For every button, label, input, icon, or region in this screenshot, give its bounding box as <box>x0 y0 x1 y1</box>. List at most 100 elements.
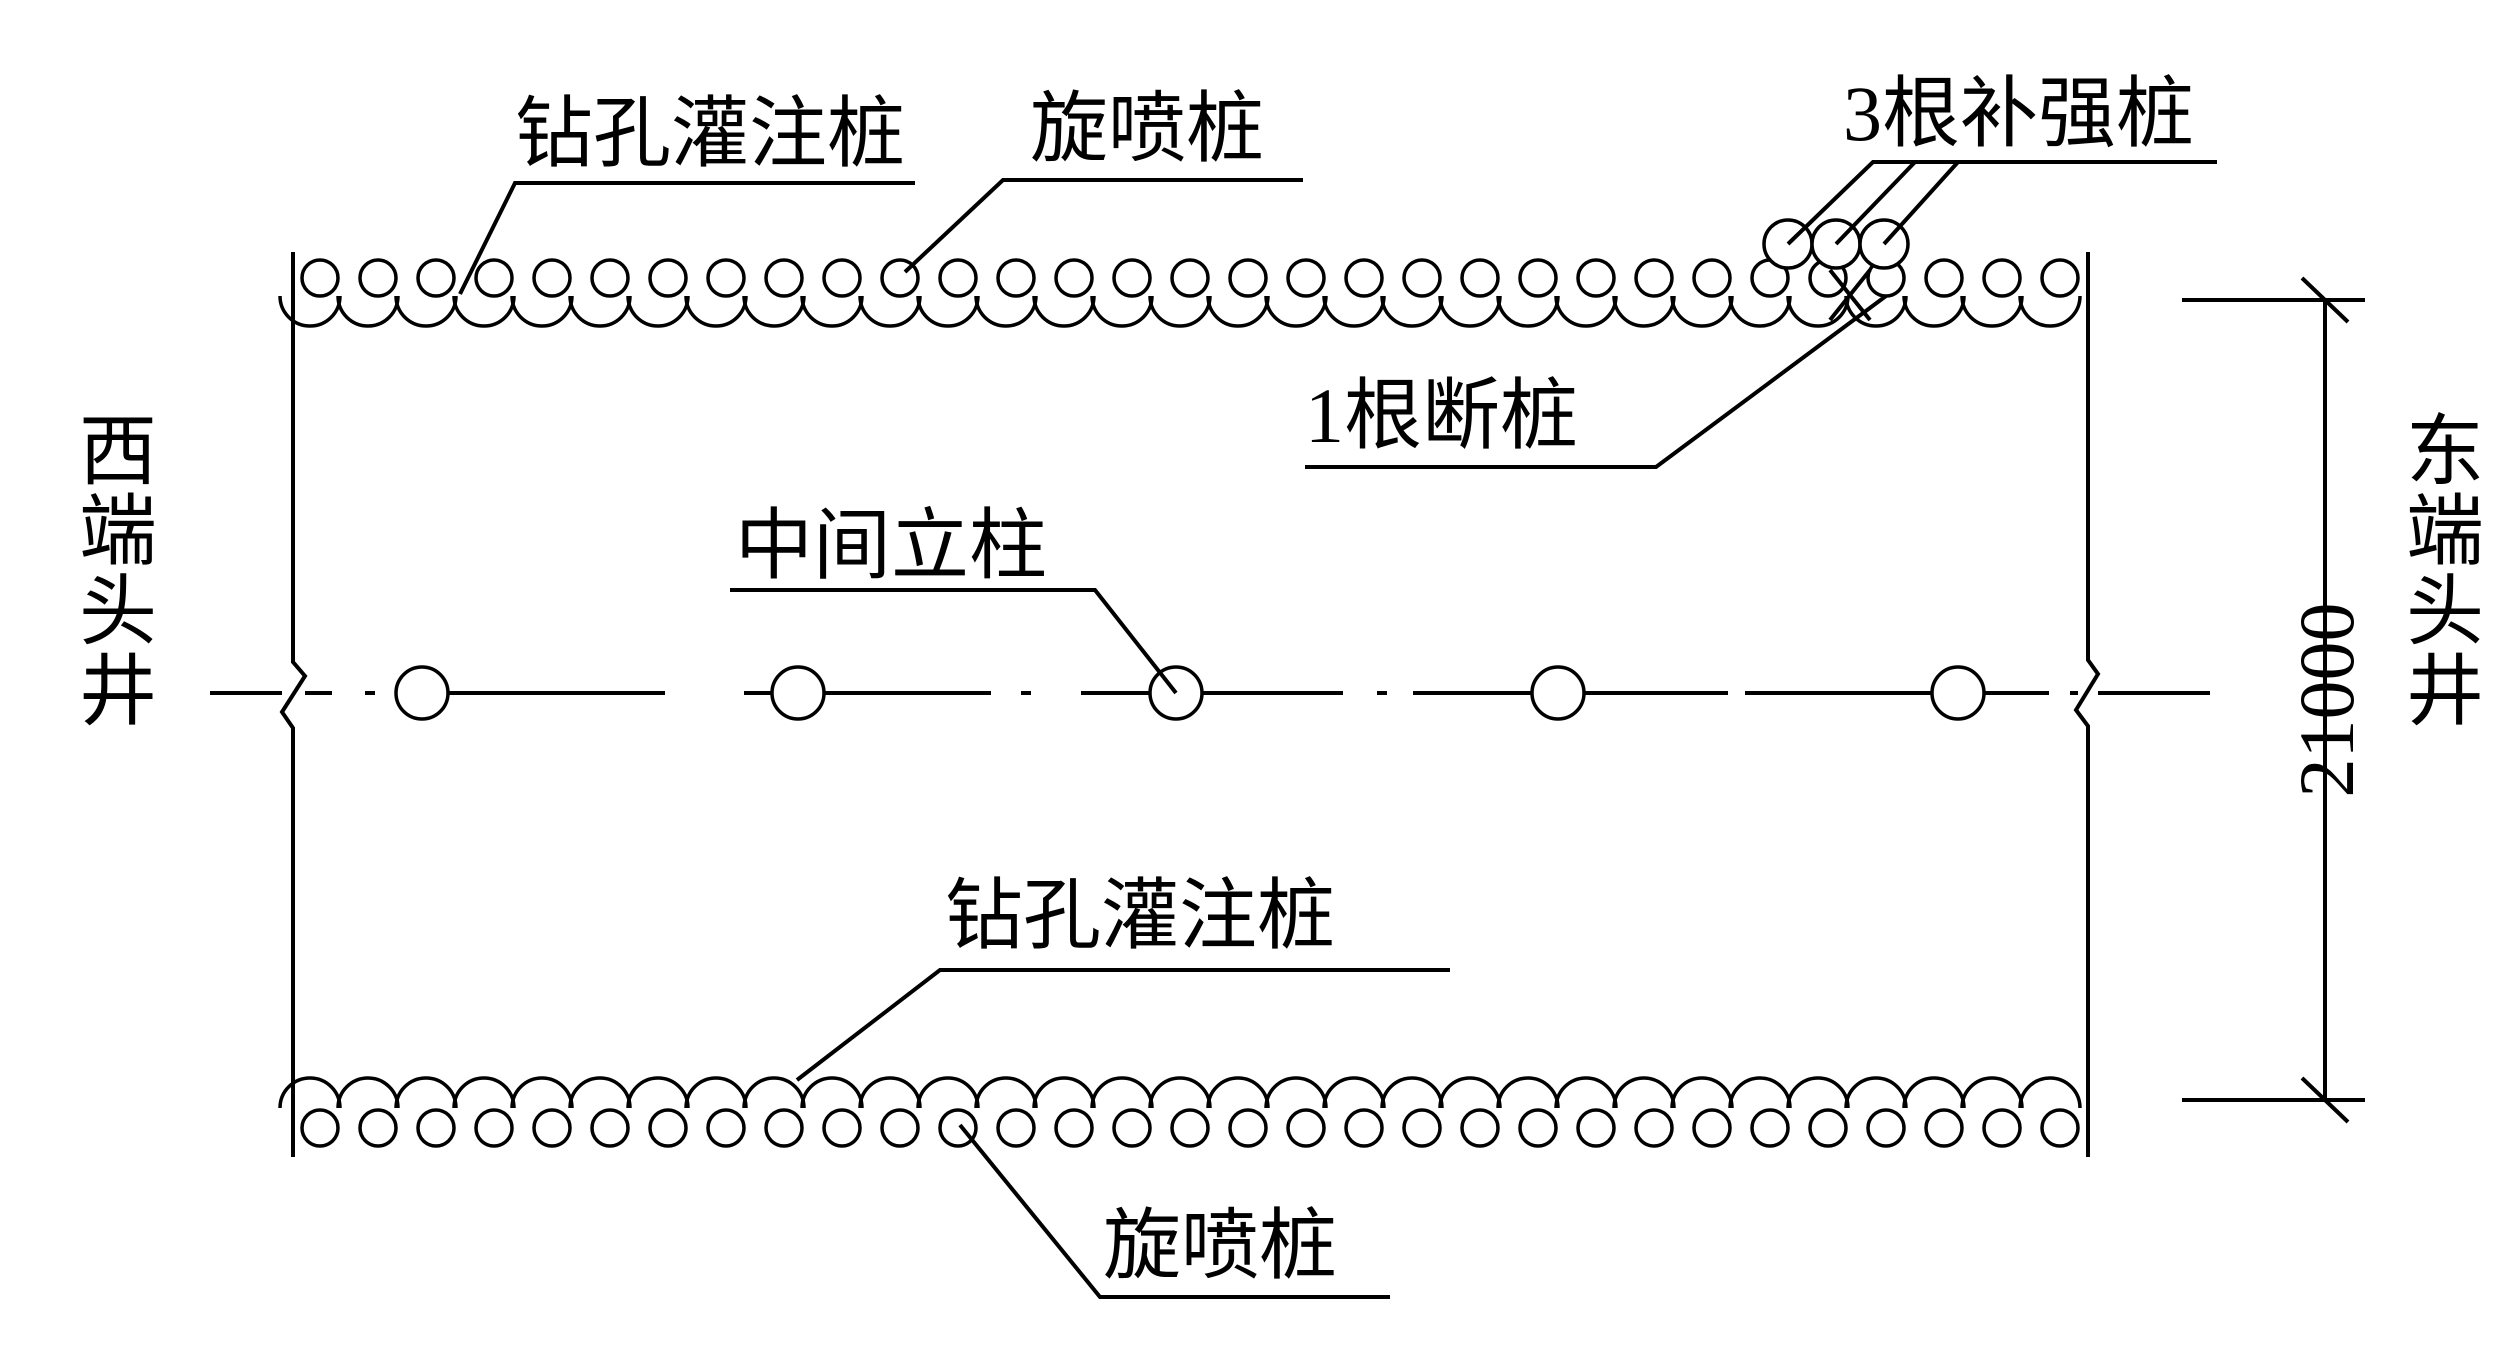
jet-pile <box>648 258 688 298</box>
bored-pile <box>1670 295 1734 328</box>
jet-pile <box>938 1108 978 1148</box>
bored-pile <box>1554 295 1618 328</box>
jet-pile <box>590 258 630 298</box>
leader-jet-bottom <box>958 1123 1390 1299</box>
jet-pile <box>1808 1108 1848 1148</box>
jet-pile <box>1286 258 1326 298</box>
jet-pile <box>1924 258 1964 298</box>
jet-pile <box>1228 258 1268 298</box>
jet-pile <box>532 258 572 298</box>
bored-pile <box>1438 1076 1502 1109</box>
bored-pile <box>1264 1076 1328 1109</box>
bored-pile <box>1844 295 1908 328</box>
bored-pile <box>1380 295 1444 328</box>
jet-pile <box>996 1108 1036 1148</box>
bored-pile <box>452 295 516 328</box>
jet-pile <box>1634 1108 1674 1148</box>
jet-pile <box>1982 1108 2022 1148</box>
bored-pile <box>452 1076 516 1109</box>
bored-pile <box>1264 295 1328 328</box>
jet-pile <box>1402 1108 1442 1148</box>
leader-jet-top <box>903 178 1303 274</box>
label-dimension: 21000 <box>2283 603 2370 798</box>
bored-pile <box>974 295 1038 328</box>
bored-pile <box>916 1076 980 1109</box>
jet-pile <box>1054 258 1094 298</box>
bored-pile <box>2018 295 2082 328</box>
label-bored-pile-top: 钻孔灌注桩 <box>515 90 905 177</box>
bored-pile <box>336 295 400 328</box>
jet-pile <box>1750 1108 1790 1148</box>
bored-pile <box>916 295 980 328</box>
label-bored-pile-bottom: 钻孔灌注桩 <box>945 872 1335 959</box>
jet-pile <box>1344 258 1384 298</box>
bored-pile <box>626 1076 690 1109</box>
label-broken-pile: 1根断桩 <box>1305 372 1578 459</box>
bored-pile <box>510 295 574 328</box>
jet-pile <box>358 258 398 298</box>
bored-pile <box>742 1076 806 1109</box>
broken-pile-mark <box>1828 268 1872 322</box>
jet-pile <box>1692 258 1732 298</box>
bored-pile <box>1670 1076 1734 1109</box>
jet-pile <box>1054 1108 1094 1148</box>
bored-pile <box>1206 1076 1270 1109</box>
leader-bored-bottom <box>795 968 1450 1082</box>
jet-pile <box>1112 1108 1152 1148</box>
jet-pile <box>996 258 1036 298</box>
bored-pile <box>858 1076 922 1109</box>
bored-pile <box>1148 1076 1212 1109</box>
bored-pile <box>1728 1076 1792 1109</box>
label-jet-pile-bottom: 旋喷桩 <box>1103 1202 1337 1289</box>
jet-pile <box>416 258 456 298</box>
jet-pile <box>1286 1108 1326 1148</box>
bored-pile <box>1554 1076 1618 1109</box>
jet-pile <box>2040 1108 2080 1148</box>
jet-pile <box>300 258 340 298</box>
jet-pile <box>1170 258 1210 298</box>
leader-lines <box>458 160 2217 1299</box>
bored-pile <box>1844 1076 1908 1109</box>
jet-pile <box>706 1108 746 1148</box>
jet-pile <box>1518 258 1558 298</box>
jet-pile <box>1112 258 1152 298</box>
jet-pile <box>300 1108 340 1148</box>
bored-pile <box>1612 1076 1676 1109</box>
jet-pile <box>532 1108 572 1148</box>
bored-pile <box>278 1076 342 1109</box>
bored-pile <box>1438 295 1502 328</box>
bored-pile <box>858 295 922 328</box>
bored-pile <box>1380 1076 1444 1109</box>
bored-pile <box>800 295 864 328</box>
bored-pile <box>1322 1076 1386 1109</box>
bored-pile <box>1960 295 2024 328</box>
bored-pile <box>1032 1076 1096 1109</box>
jet-pile <box>416 1108 456 1148</box>
jet-pile <box>1518 1108 1558 1148</box>
jet-pile <box>764 258 804 298</box>
jet-pile <box>358 1108 398 1148</box>
bored-pile <box>742 295 806 328</box>
label-middle-column: 中间立柱 <box>735 502 1047 589</box>
bored-pile <box>336 1076 400 1109</box>
jet-pile <box>706 258 746 298</box>
bored-pile <box>684 295 748 328</box>
bored-pile <box>1786 295 1850 328</box>
jet-pile <box>1982 258 2022 298</box>
bored-pile <box>1090 295 1154 328</box>
middle-column <box>1530 665 1586 721</box>
leader-middle-column <box>730 588 1178 695</box>
jet-pile <box>474 1108 514 1148</box>
bored-pile <box>1322 295 1386 328</box>
leader-bored-top <box>458 181 915 295</box>
jet-pile <box>1634 258 1674 298</box>
jet-pile <box>1460 258 1500 298</box>
jet-pile <box>822 258 862 298</box>
leader-reinforce <box>1786 160 2217 246</box>
bored-pile <box>626 295 690 328</box>
jet-pile <box>822 1108 862 1148</box>
jet-pile <box>1460 1108 1500 1148</box>
jet-pile <box>648 1108 688 1148</box>
bottom-pile-row <box>278 1076 2082 1148</box>
